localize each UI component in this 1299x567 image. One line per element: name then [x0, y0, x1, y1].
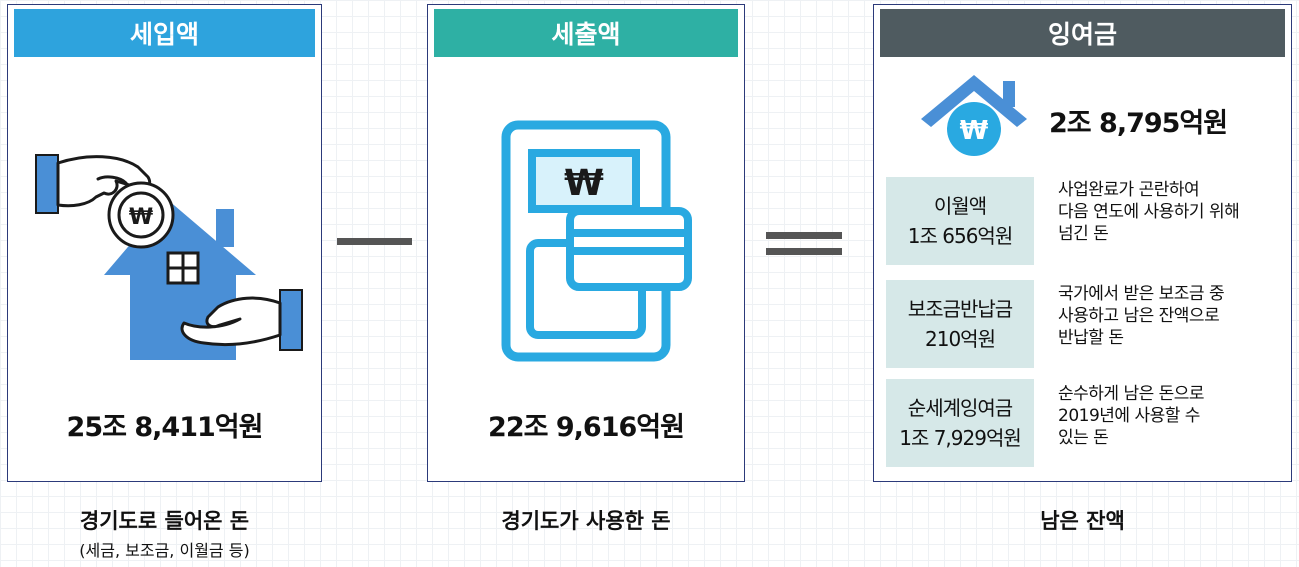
- surplus-row-carryover-desc: 사업완료가 곤란하여 다음 연도에 사용하기 위해 넘긴 돈: [1058, 179, 1283, 245]
- desc-line: 있는 돈: [1058, 428, 1109, 448]
- revenue-caption: 경기도로 들어온 돈: [79, 509, 250, 533]
- row-value: 1조 656억원: [907, 224, 1013, 248]
- desc-line: 넘긴 돈: [1058, 224, 1109, 244]
- document-card-won-icon: ₩: [501, 120, 692, 362]
- expenditure-banner: 세출액: [434, 9, 738, 57]
- row-value: 210억원: [925, 327, 996, 351]
- surplus-row-carryover: 이월액 1조 656억원: [886, 177, 1034, 265]
- surplus-title: 잉여금: [1047, 20, 1117, 49]
- revenue-subcaption: (세금, 보조금, 이월금 등): [79, 541, 250, 560]
- desc-line: 사업완료가 곤란하여: [1058, 180, 1200, 200]
- surplus-row-subsidy-return-desc: 국가에서 받은 보조금 중 사용하고 남은 잔액으로 반납할 돈: [1058, 283, 1283, 349]
- expenditure-panel: 세출액 ₩ 22조 9,616억원: [427, 4, 745, 482]
- revenue-banner: 세입액: [14, 9, 315, 57]
- house-won-coin-icon: ₩: [921, 75, 1027, 156]
- surplus-panel: 잉여금 ₩ 2조 8,795억원 이월액 1조 656억원 사업완료가 곤란하여…: [873, 4, 1292, 482]
- surplus-banner: 잉여금: [880, 9, 1285, 57]
- surplus-row-net-surplus: 순세계잉여금 1조 7,929억원: [886, 379, 1034, 467]
- revenue-title: 세입액: [129, 20, 199, 49]
- row-label: 보조금반납금: [907, 297, 1013, 321]
- row-label: 순세계잉여금: [907, 396, 1013, 420]
- revenue-amount: 25조 8,411억원: [66, 412, 264, 443]
- desc-line: 반납할 돈: [1058, 328, 1124, 348]
- equals-operator-top: [766, 232, 842, 239]
- desc-line: 순수하게 남은 돈으로: [1058, 384, 1205, 404]
- equals-operator-bottom: [766, 248, 842, 255]
- expenditure-title: 세출액: [551, 20, 621, 49]
- desc-line: 다음 연도에 사용하기 위해: [1058, 202, 1240, 222]
- surplus-row-net-surplus-desc: 순수하게 남은 돈으로 2019년에 사용할 수 있는 돈: [1058, 383, 1283, 449]
- surplus-amount: 2조 8,795억원: [1049, 108, 1228, 139]
- house-coin-won-symbol: ₩: [960, 116, 989, 146]
- expenditure-amount: 22조 9,616억원: [488, 412, 685, 443]
- surplus-caption: 남은 잔액: [1040, 509, 1125, 533]
- hands-coin-house-icon: ₩: [35, 154, 303, 360]
- screen-won-symbol: ₩: [564, 163, 604, 204]
- row-value: 1조 7,929억원: [899, 426, 1022, 450]
- row-label: 이월액: [933, 194, 987, 218]
- revenue-panel: 세입액 ₩ 25조 8,411억원: [7, 4, 322, 482]
- surplus-row-subsidy-return: 보조금반납금 210억원: [886, 280, 1034, 368]
- minus-operator: [337, 238, 412, 245]
- desc-line: 국가에서 받은 보조금 중: [1058, 284, 1225, 304]
- desc-line: 사용하고 남은 잔액으로: [1058, 306, 1220, 326]
- expenditure-caption: 경기도가 사용한 돈: [501, 509, 671, 533]
- coin-won-symbol: ₩: [129, 205, 153, 230]
- desc-line: 2019년에 사용할 수: [1058, 406, 1200, 426]
